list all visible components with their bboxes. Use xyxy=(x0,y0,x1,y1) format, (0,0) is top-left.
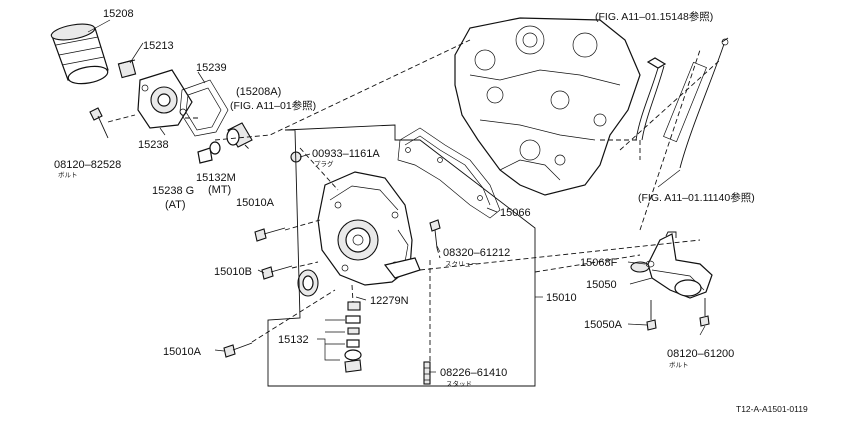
reference-lines xyxy=(107,39,721,362)
label-bolt-jp-1: ボルト xyxy=(58,171,78,179)
label-fig-a11-15148: (FIG. A11–01.15148参照) xyxy=(595,10,713,23)
label-15238g: 15238 G xyxy=(152,185,194,197)
label-15132: 15132 xyxy=(278,334,309,346)
label-15068f: 15068F xyxy=(580,257,618,269)
relief-valve-15132-illustration xyxy=(344,301,362,373)
label-12279n: 12279N xyxy=(370,295,409,307)
oil-strainer-15050-illustration xyxy=(630,231,713,299)
seal-15238g-illustration xyxy=(197,147,213,164)
label-plug-jp: プラグ xyxy=(314,159,334,168)
label-15213: 15213 xyxy=(143,40,174,52)
leader-lines xyxy=(87,19,706,373)
label-15010b: 15010B xyxy=(214,266,252,278)
label-screw-jp: スクリュー xyxy=(445,260,478,268)
engine-block-illustration xyxy=(454,17,641,196)
o-ring-15068f-illustration xyxy=(645,260,655,268)
bolt-15010a-top-illustration xyxy=(254,227,286,242)
label-15132m: 15132M xyxy=(196,172,236,184)
screw-08320-illustration xyxy=(429,219,441,249)
label-08226-61410: 08226–61410 xyxy=(440,367,507,379)
gasket-15066-illustration xyxy=(397,127,501,219)
label-15238: 15238 xyxy=(138,139,169,151)
label-at: (AT) xyxy=(165,199,186,211)
filter-adapter-15238-illustration xyxy=(137,69,193,129)
gasket-15239-illustration xyxy=(179,79,229,137)
fitting-15213-illustration xyxy=(117,59,137,79)
figure-code: T12-A-A1501-0119 xyxy=(736,404,808,414)
part-labels: 15208 15213 15239 (15208A) (FIG. A11–01参… xyxy=(54,8,808,414)
label-stud-jp: スタッド xyxy=(446,379,472,388)
label-mt: (MT) xyxy=(208,184,231,196)
label-15239: 15239 xyxy=(196,62,227,74)
label-15050a: 15050A xyxy=(584,319,623,331)
sleeve-15132m-illustration xyxy=(209,141,221,155)
bolt-15010b-illustration xyxy=(261,265,293,280)
label-fig-a11-11140: (FIG. A11–01.11140参照) xyxy=(638,191,755,204)
label-bolt-jp-2: ボルト xyxy=(669,361,689,369)
label-00933-1161a: 00933–1161A xyxy=(312,148,380,160)
label-15010: 15010 xyxy=(546,292,577,304)
label-fig-a11-01: (FIG. A11–01参照) xyxy=(230,99,316,112)
label-15010a-bottom: 15010A xyxy=(163,346,202,358)
oil-filter-15208-illustration xyxy=(50,23,109,85)
label-08320-61212: 08320–61212 xyxy=(443,247,510,259)
stud-08226-illustration xyxy=(423,361,431,385)
bolt-15050a-illustration xyxy=(646,300,657,331)
label-15050: 15050 xyxy=(586,279,617,291)
oil-seal-illustration xyxy=(297,269,319,297)
oil-pump-body-illustration xyxy=(317,171,421,286)
relief-valve-15208a-illustration xyxy=(226,122,253,148)
pump-assembly-frame xyxy=(267,124,536,387)
label-08120-82528: 08120–82528 xyxy=(54,159,121,171)
label-15208: 15208 xyxy=(103,8,134,20)
dipstick-tube-illustration xyxy=(635,37,729,169)
bolt-08120-61200-illustration xyxy=(699,298,710,327)
label-08120-61200: 08120–61200 xyxy=(667,348,734,360)
label-15010a-top: 15010A xyxy=(236,197,275,209)
label-15066: 15066 xyxy=(500,207,531,219)
bolt-15010a-bottom-illustration xyxy=(223,342,253,358)
bolt-08120-82528-illustration xyxy=(89,107,109,139)
label-15208a: (15208A) xyxy=(236,86,281,98)
